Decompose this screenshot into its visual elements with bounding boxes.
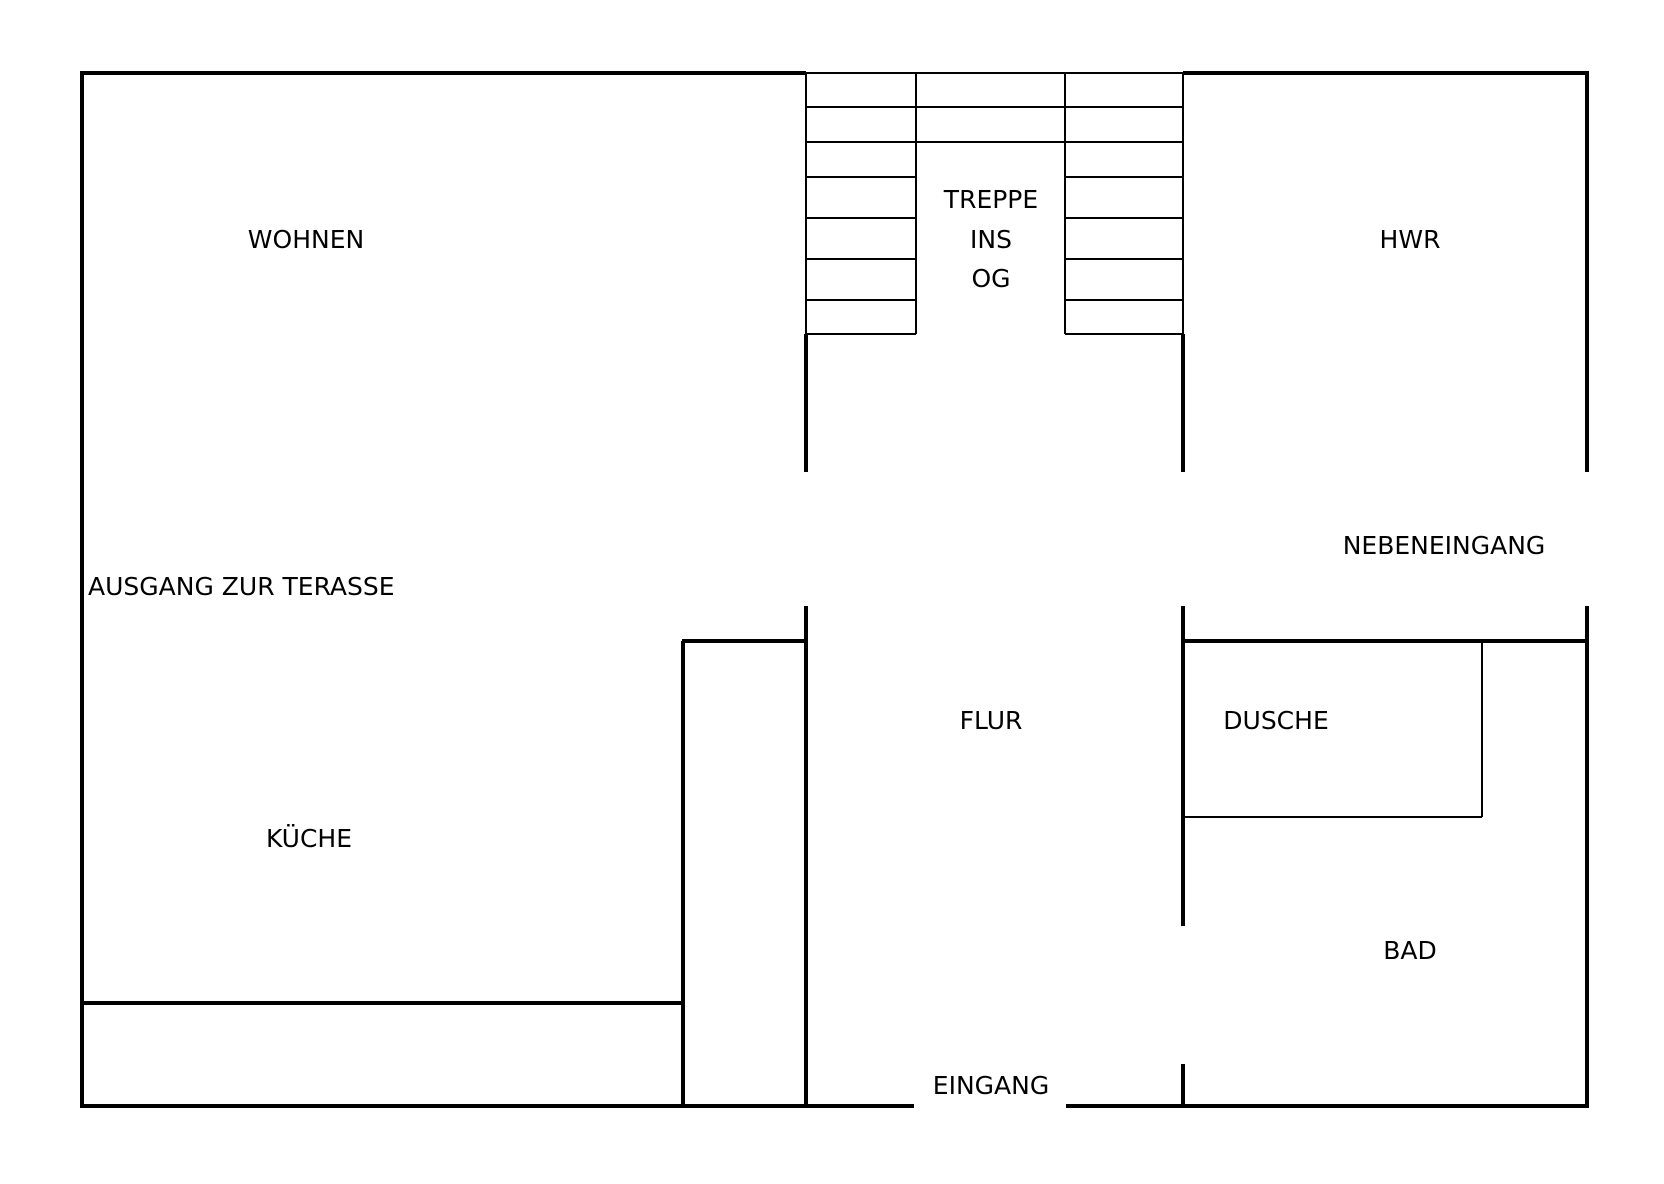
interior-walls xyxy=(82,334,1587,1108)
room-label-bad: BAD xyxy=(1383,936,1437,965)
room-label-kueche: KÜCHE xyxy=(266,824,352,853)
room-label-wohnen: WOHNEN xyxy=(248,225,364,254)
room-label-treppe-line3: OG xyxy=(971,264,1010,293)
room-label-nebeneingang: NEBENEINGANG xyxy=(1343,531,1546,560)
room-labels: WOHNEN TREPPE INS OG HWR NEBENEINGANG AU… xyxy=(88,185,1545,1100)
room-label-treppe-line2: INS xyxy=(970,225,1012,254)
room-label-eingang: EINGANG xyxy=(933,1071,1049,1100)
shower-outline xyxy=(1183,641,1483,818)
room-label-hwr: HWR xyxy=(1380,225,1441,254)
outer-walls xyxy=(80,71,1589,1108)
staircase xyxy=(805,72,1184,335)
room-label-ausgang-terasse: AUSGANG ZUR TERASSE xyxy=(88,572,395,601)
room-label-treppe-line1: TREPPE xyxy=(943,185,1038,214)
room-label-dusche: DUSCHE xyxy=(1223,706,1328,735)
room-label-flur: FLUR xyxy=(960,706,1023,735)
